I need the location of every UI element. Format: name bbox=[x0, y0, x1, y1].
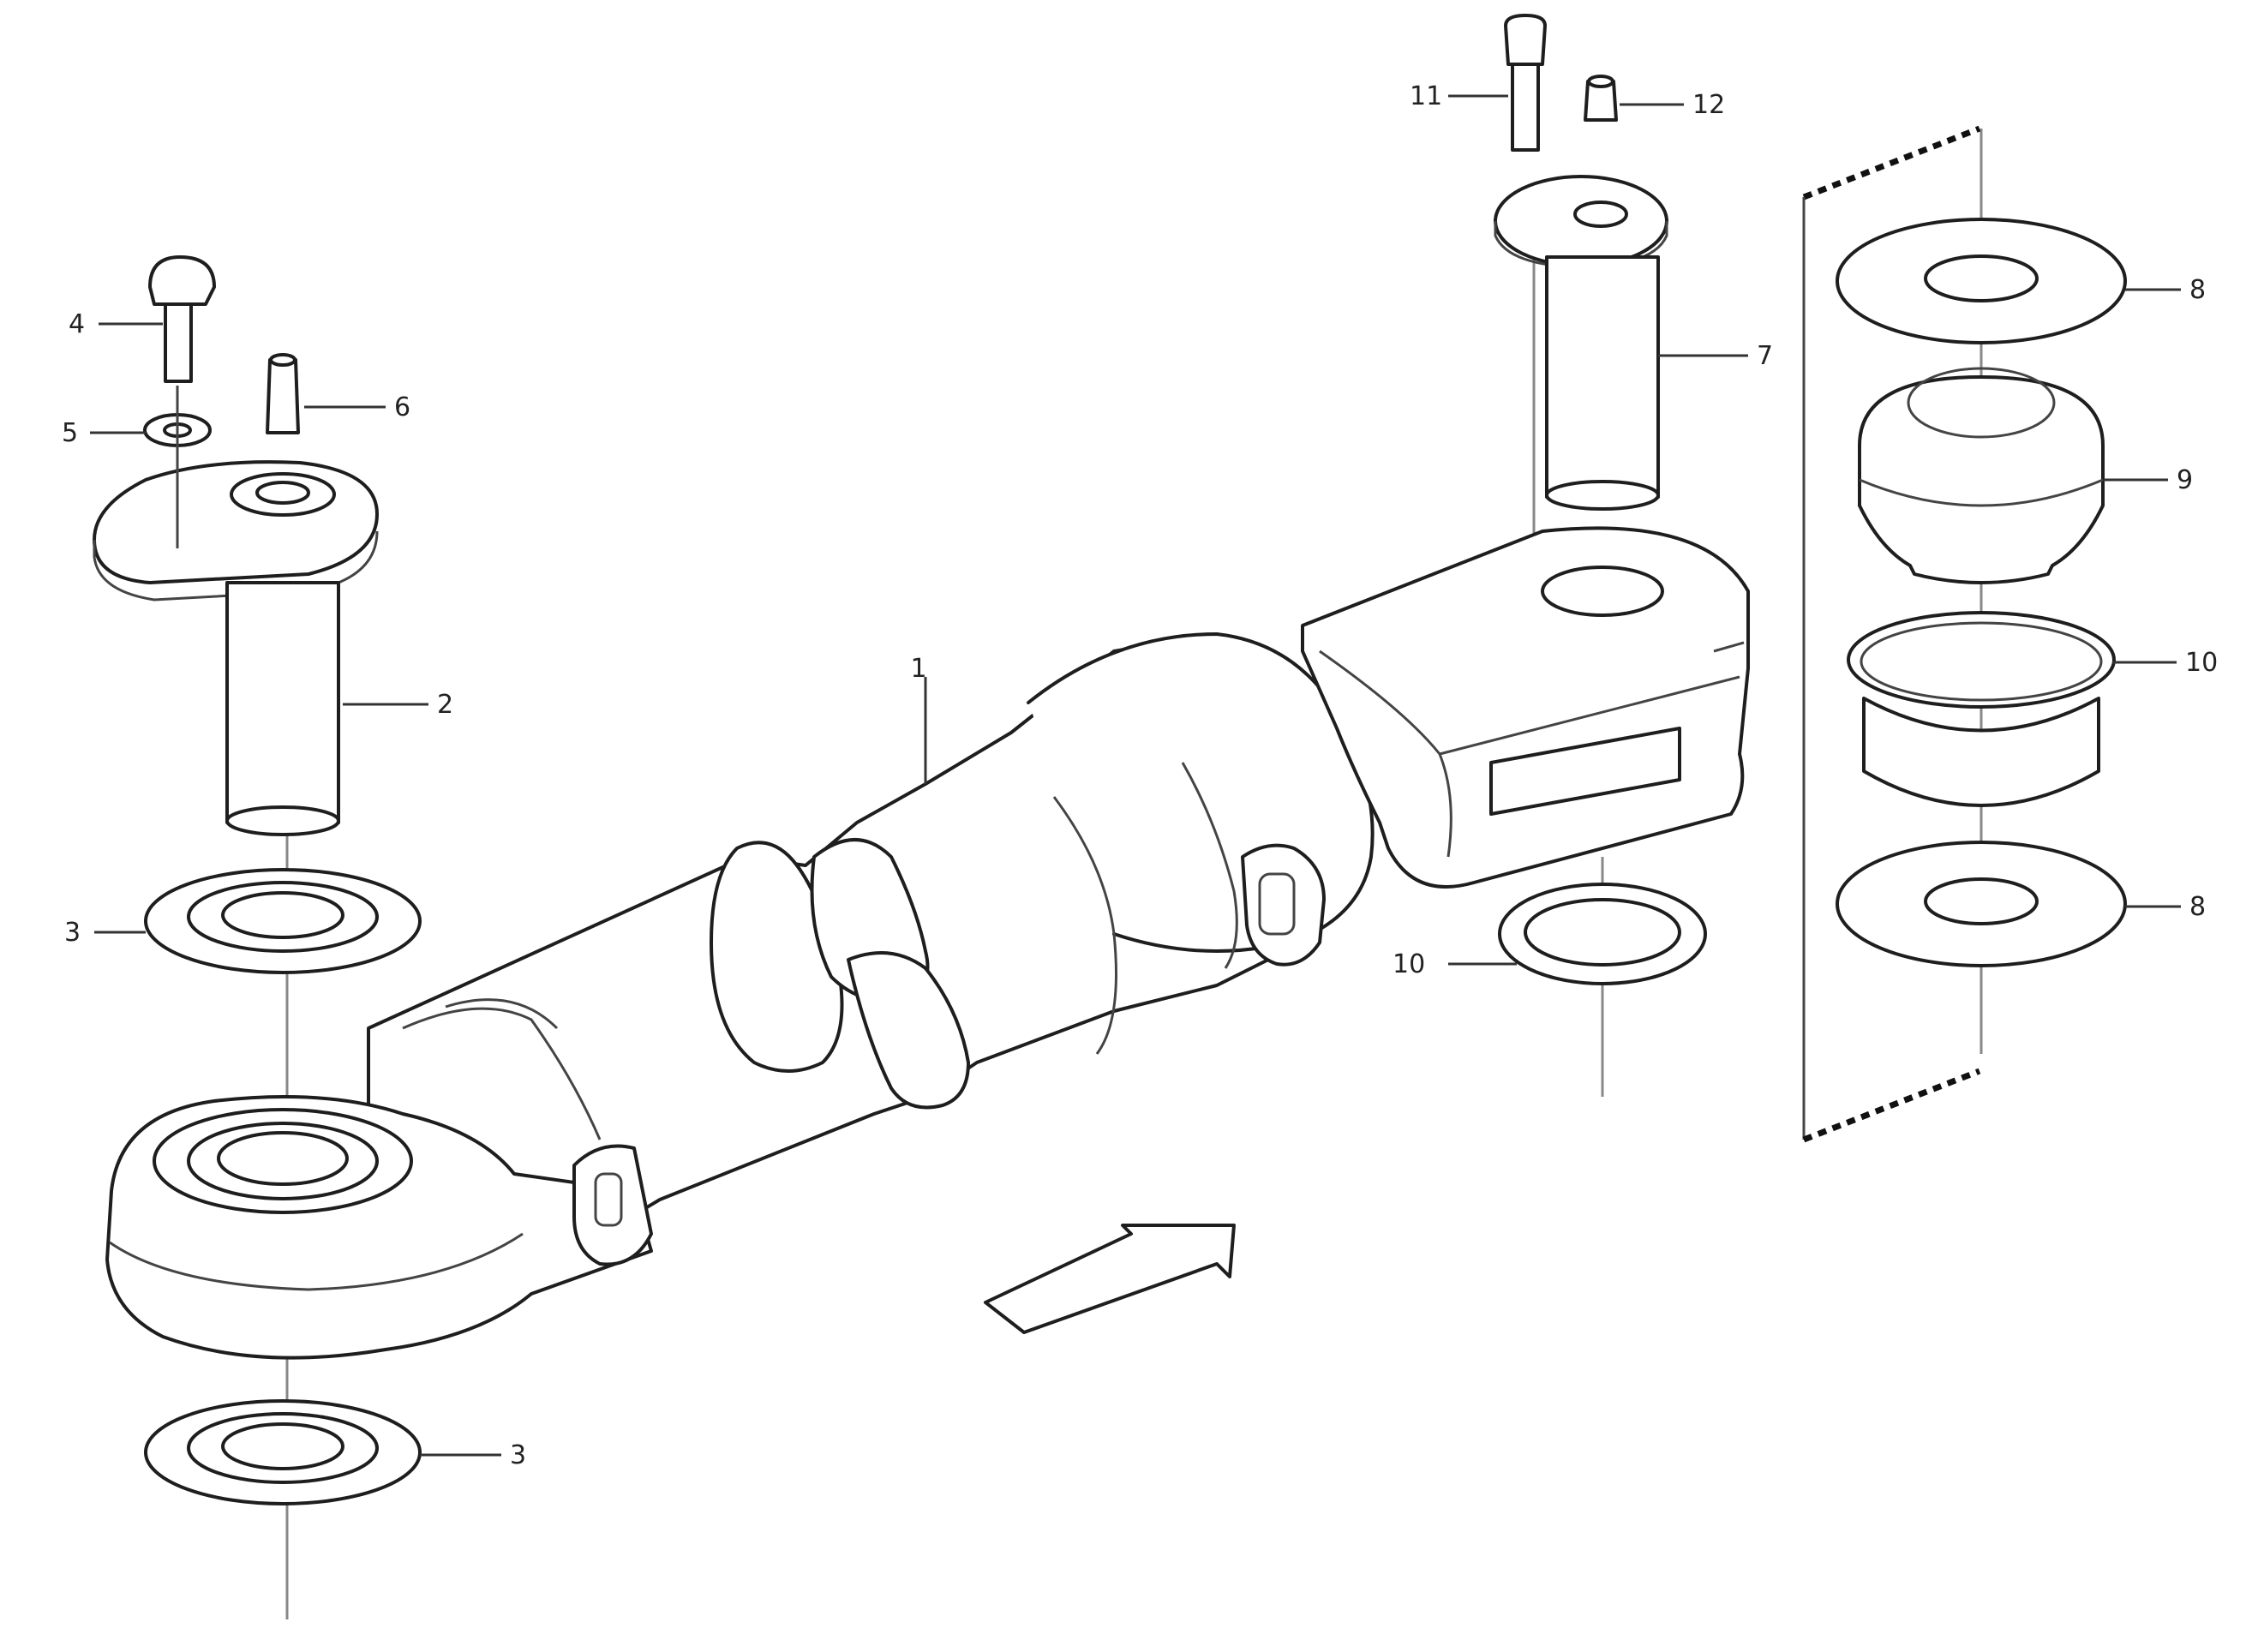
clevis-block bbox=[1301, 526, 1750, 889]
callout-3-upper: 3 bbox=[64, 918, 81, 948]
callout-13: 10 bbox=[2185, 648, 2218, 678]
callout-6: 6 bbox=[394, 392, 410, 422]
leader-lines bbox=[90, 94, 2181, 1457]
bearing-stack bbox=[1802, 125, 2127, 1143]
callout-5: 5 bbox=[62, 418, 78, 448]
callout-7: 7 bbox=[1757, 341, 1773, 371]
callout-8-upper: 8 bbox=[2189, 275, 2206, 305]
callout-12: 12 bbox=[1692, 90, 1725, 120]
direction-arrow-icon bbox=[984, 1224, 1236, 1334]
cylinder-assembly bbox=[105, 526, 1750, 1360]
callout-9: 9 bbox=[2177, 465, 2193, 495]
callout-2: 2 bbox=[437, 690, 453, 720]
callout-3-lower: 3 bbox=[510, 1440, 526, 1470]
right-pin-stack bbox=[1494, 14, 1707, 985]
callout-8-lower: 8 bbox=[2189, 892, 2206, 922]
callout-4: 4 bbox=[69, 309, 85, 339]
left-pin-stack bbox=[93, 255, 422, 1505]
callout-10: 10 bbox=[1393, 949, 1425, 979]
callout-11: 11 bbox=[1410, 81, 1442, 111]
callout-labels: 1 2 3 3 4 5 6 7 8 8 9 10 10 11 12 bbox=[62, 81, 2218, 1470]
callout-1: 1 bbox=[910, 654, 926, 684]
